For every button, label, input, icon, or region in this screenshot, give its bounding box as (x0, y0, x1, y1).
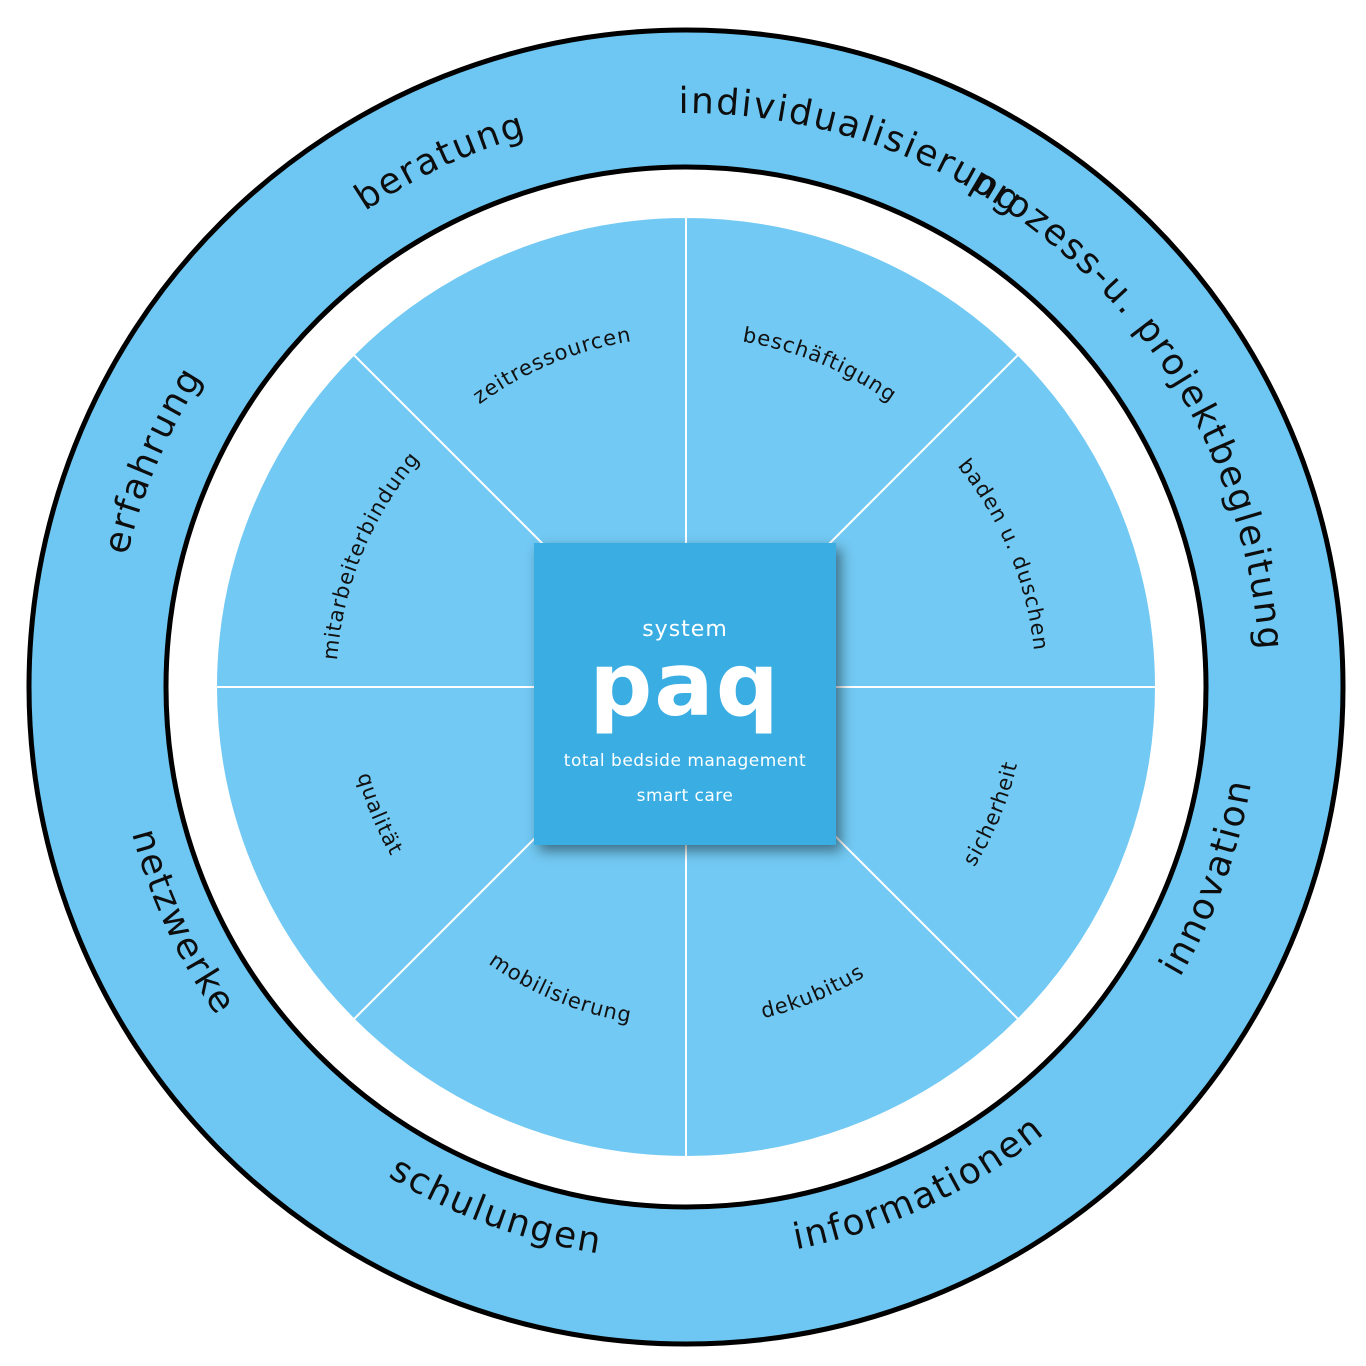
paq-logo: paq (589, 633, 781, 736)
center-system-text: system (642, 617, 728, 642)
center-subtagline: smart care (636, 786, 734, 806)
center-tagline: total bedside management (563, 751, 807, 771)
center-box: system paq total bedside management smar… (534, 543, 836, 845)
